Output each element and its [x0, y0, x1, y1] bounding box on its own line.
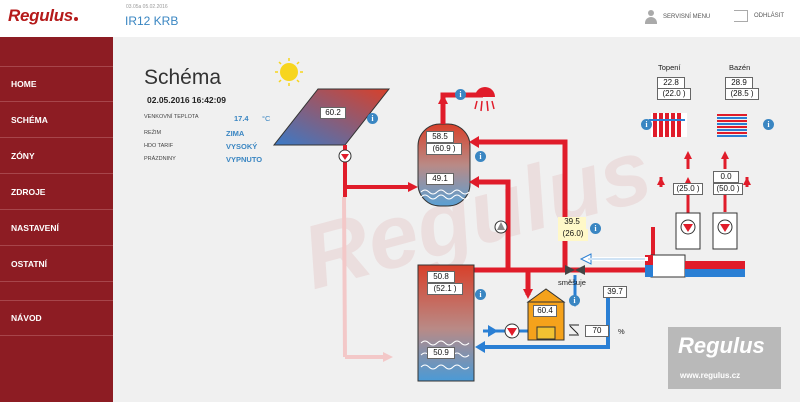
- user-icon: [645, 10, 657, 24]
- mixer-status: směšuje: [558, 278, 586, 287]
- solar-temp: 60.2: [320, 107, 346, 119]
- store-bottom-temp: 50.9: [427, 347, 455, 359]
- hdo-tariff-label: HDO TARIF: [144, 143, 174, 149]
- pool-coil-icon: [717, 114, 747, 137]
- svg-text:Regulus: Regulus: [293, 120, 662, 308]
- boiler-output-unit: %: [618, 327, 625, 336]
- dhw-top-temp: 58.5: [426, 131, 454, 143]
- service-menu-label: SERVISNÍ MENU: [663, 14, 711, 20]
- info-icon[interactable]: i: [475, 289, 486, 300]
- info-icon[interactable]: i: [590, 223, 601, 234]
- mixer-setpoint: (26.0): [558, 229, 588, 241]
- outdoor-temp-label: VENKOVNÍ TEPLOTA: [144, 114, 199, 120]
- pool-label: Bazén: [729, 63, 751, 72]
- regulus-logo[interactable]: Regulus: [8, 6, 78, 26]
- sidebar: HOME SCHÉMA ZÓNY ZDROJE NASTAVENÍ OSTATN…: [0, 37, 113, 402]
- info-icon[interactable]: i: [569, 295, 580, 306]
- service-menu-button[interactable]: SERVISNÍ MENU: [645, 10, 710, 24]
- top-bar: Regulus 03.05a 05.02.2016 IR12 KRB SERVI…: [0, 0, 800, 37]
- current-datetime: 02.05.2016 16:42:09: [147, 95, 226, 105]
- mode-value: ZIMA: [226, 129, 245, 138]
- dhw-mid-temp: 49.1: [426, 173, 454, 185]
- heating-label: Topení: [658, 63, 681, 72]
- heating-flow: (25.0 ): [673, 183, 703, 195]
- boiler-output: 70: [585, 325, 609, 337]
- sidebar-item-zones[interactable]: ZÓNY: [0, 138, 113, 174]
- info-icon[interactable]: i: [455, 89, 466, 100]
- logout-label: ODHLÁSIT: [754, 13, 785, 19]
- store-top-setpoint: (52.1 ): [427, 283, 463, 295]
- damper-icon: [569, 324, 579, 336]
- pool-flow-temp: 0.0: [713, 171, 739, 183]
- info-icon[interactable]: i: [763, 119, 774, 130]
- footer-url: www.regulus.cz: [680, 371, 741, 380]
- holidays-value: VYPNUTO: [226, 155, 263, 164]
- info-icon[interactable]: i: [641, 119, 652, 130]
- info-icon[interactable]: i: [367, 113, 378, 124]
- regulus-watermark: Regulus: [293, 120, 662, 308]
- sidebar-item-manual[interactable]: NÁVOD: [0, 300, 113, 336]
- outdoor-temp-unit: °C: [262, 114, 271, 123]
- sun-icon: [275, 58, 303, 86]
- boiler-temp: 60.4: [533, 305, 557, 317]
- hdo-tariff-value: VYSOKÝ: [226, 142, 258, 151]
- outdoor-temp-value: 17.4: [234, 114, 249, 123]
- device-name: IR12 KRB: [125, 14, 179, 28]
- sidebar-item-schema[interactable]: SCHÉMA: [0, 102, 113, 138]
- heating-setpoint: (22.0 ): [657, 88, 691, 100]
- info-icon[interactable]: i: [475, 151, 486, 162]
- dhw-top-setpoint: (60.9 ): [426, 143, 462, 155]
- shower-icon: [474, 87, 495, 112]
- store-top-temp: 50.8: [427, 271, 455, 283]
- sidebar-item-home[interactable]: HOME: [0, 66, 113, 102]
- pool-flow-setpoint: (50.0 ): [713, 183, 743, 195]
- logout-icon: [734, 10, 748, 22]
- logout-button[interactable]: ODHLÁSIT: [734, 10, 784, 22]
- firmware-version: 03.05a 05.02.2016: [126, 4, 168, 10]
- pool-setpoint: (28.5 ): [725, 88, 759, 100]
- footer-brand: Regulus: [678, 333, 765, 358]
- holidays-label: PRÁZDNINY: [144, 156, 176, 162]
- mode-label: REŽIM: [144, 130, 162, 136]
- sidebar-item-settings[interactable]: NASTAVENÍ: [0, 210, 113, 246]
- return-temp: 39.7: [603, 286, 627, 298]
- mixer-temp: 39.5: [558, 217, 586, 229]
- main-content: Regulus: [113, 37, 800, 402]
- radiator-icon: [649, 113, 687, 137]
- sidebar-item-other[interactable]: OSTATNÍ: [0, 246, 113, 282]
- sidebar-item-sources[interactable]: ZDROJE: [0, 174, 113, 210]
- footer-logo: Regulus www.regulus.cz: [668, 327, 781, 389]
- page-title: Schéma: [144, 66, 222, 89]
